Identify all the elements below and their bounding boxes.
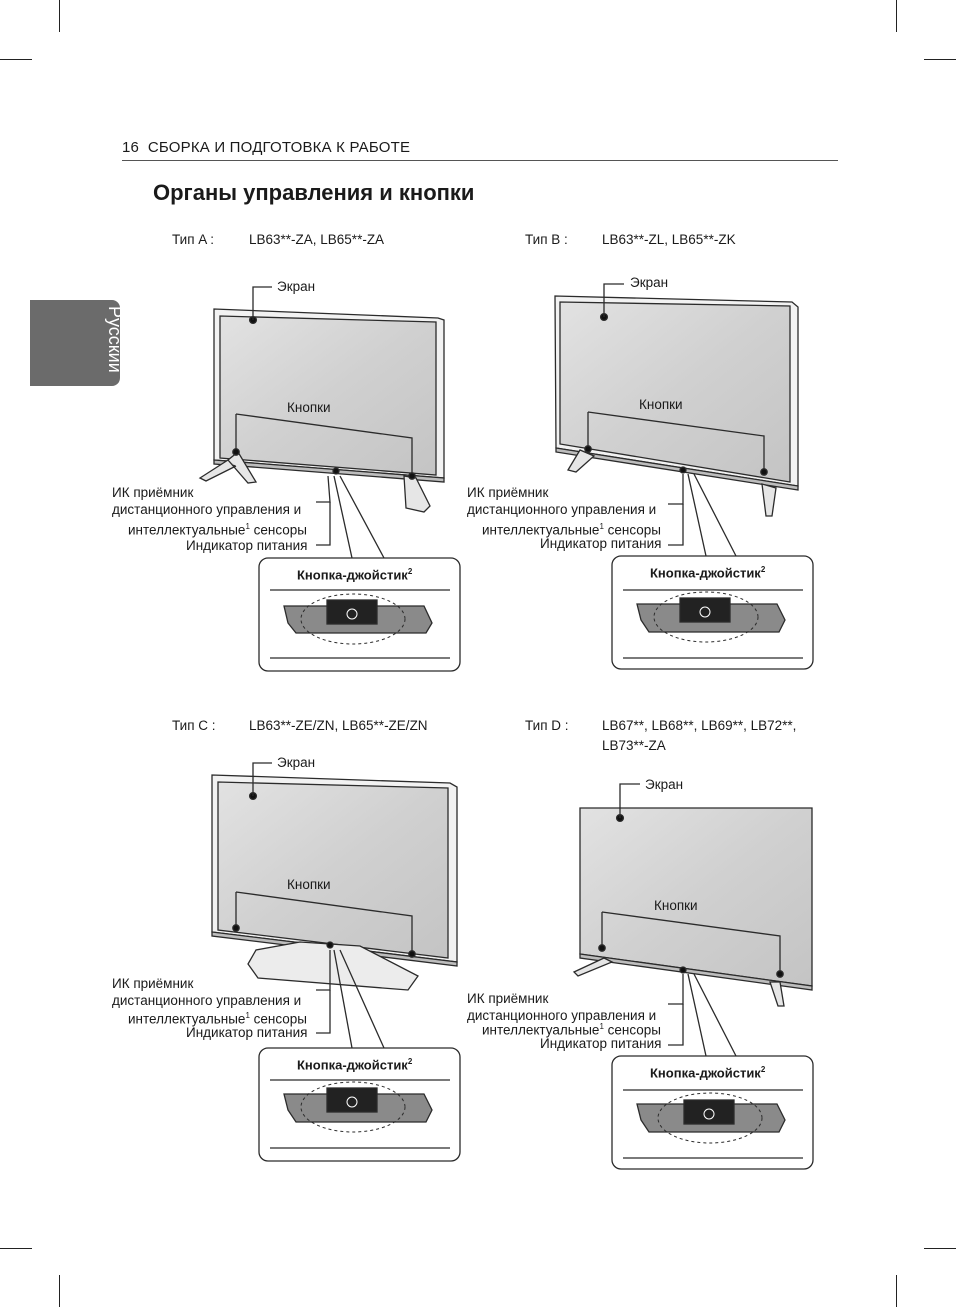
buttons-label: Кнопки xyxy=(654,898,698,913)
buttons-label: Кнопки xyxy=(287,877,331,892)
crop-mark xyxy=(896,0,897,32)
crop-mark xyxy=(924,1248,956,1249)
smart-sensor-label: интеллектуальные1 сенсоры xyxy=(482,1022,661,1038)
type-d-label: Тип D : xyxy=(525,718,569,733)
ir-receiver-label: ИК приёмник xyxy=(112,976,194,991)
crop-mark xyxy=(924,59,956,60)
ir-receiver-label: ИК приёмник xyxy=(467,991,549,1006)
joystick-label: Кнопка-джойстик2 xyxy=(650,565,766,581)
buttons-label: Кнопки xyxy=(639,397,683,412)
header-divider xyxy=(122,160,838,161)
screen-label: Экран xyxy=(645,777,684,792)
smart-sensor-label: интеллектуальные1 сенсоры xyxy=(128,1011,307,1027)
joystick-label: Кнопка-джойстик2 xyxy=(650,1065,766,1081)
type-a-label: Тип A : xyxy=(172,232,215,247)
language-tab: Русский xyxy=(30,300,125,386)
tv-type-a xyxy=(198,286,461,672)
ir-receiver-label-2: дистанционного управления и xyxy=(467,502,657,517)
power-indicator-label: Индикатор питания xyxy=(540,1036,662,1051)
page-number: 16 xyxy=(122,139,140,156)
screen-label: Экран xyxy=(277,279,316,294)
tv-type-c xyxy=(211,762,461,1162)
joystick-label: Кнопка-джойстик2 xyxy=(297,567,413,583)
crop-mark xyxy=(0,59,32,60)
type-c-models: LB63**-ZE/ZN, LB65**-ZE/ZN xyxy=(249,718,428,733)
ir-receiver-label: ИК приёмник xyxy=(467,485,549,500)
screen-label: Экран xyxy=(630,275,669,290)
language-tab-label: Русский xyxy=(105,306,125,373)
power-indicator-label: Индикатор питания xyxy=(186,538,308,553)
ir-receiver-label-2: дистанционного управления и xyxy=(467,1008,657,1023)
section-title: СБОРКА И ПОДГОТОВКА К РАБОТЕ xyxy=(147,139,411,156)
power-indicator-label: Индикатор питания xyxy=(186,1025,308,1040)
crop-mark xyxy=(0,1248,32,1249)
ir-receiver-label-2: дистанционного управления и xyxy=(112,993,302,1008)
smart-sensor-label: интеллектуальные1 сенсоры xyxy=(128,522,307,538)
buttons-label: Кнопки xyxy=(287,400,331,415)
crop-mark xyxy=(59,0,60,32)
type-b-label: Тип B : xyxy=(525,232,568,247)
type-b-models: LB63**-ZL, LB65**-ZK xyxy=(602,232,736,247)
joystick-label: Кнопка-джойстик2 xyxy=(297,1057,413,1073)
tv-type-d xyxy=(572,783,814,1170)
type-d-models: LB67**, LB68**, LB69**, LB72**, xyxy=(602,718,797,733)
type-a-models: LB63**-ZA, LB65**-ZA xyxy=(249,232,385,247)
crop-mark xyxy=(896,1275,897,1307)
type-c-label: Тип C : xyxy=(172,718,216,733)
power-indicator-label: Индикатор питания xyxy=(540,536,662,551)
tv-type-b xyxy=(554,283,814,670)
page-title: Органы управления и кнопки xyxy=(153,180,475,205)
page-header: 16 СБОРКА И ПОДГОТОВКА К РАБОТЕ xyxy=(122,139,410,156)
ir-receiver-label: ИК приёмник xyxy=(112,485,194,500)
crop-mark xyxy=(59,1275,60,1307)
smart-sensor-label: интеллектуальные1 сенсоры xyxy=(482,522,661,538)
screen-label: Экран xyxy=(277,755,316,770)
ir-receiver-label-2: дистанционного управления и xyxy=(112,502,302,517)
type-d-models-line2: LB73**-ZA xyxy=(602,738,666,753)
